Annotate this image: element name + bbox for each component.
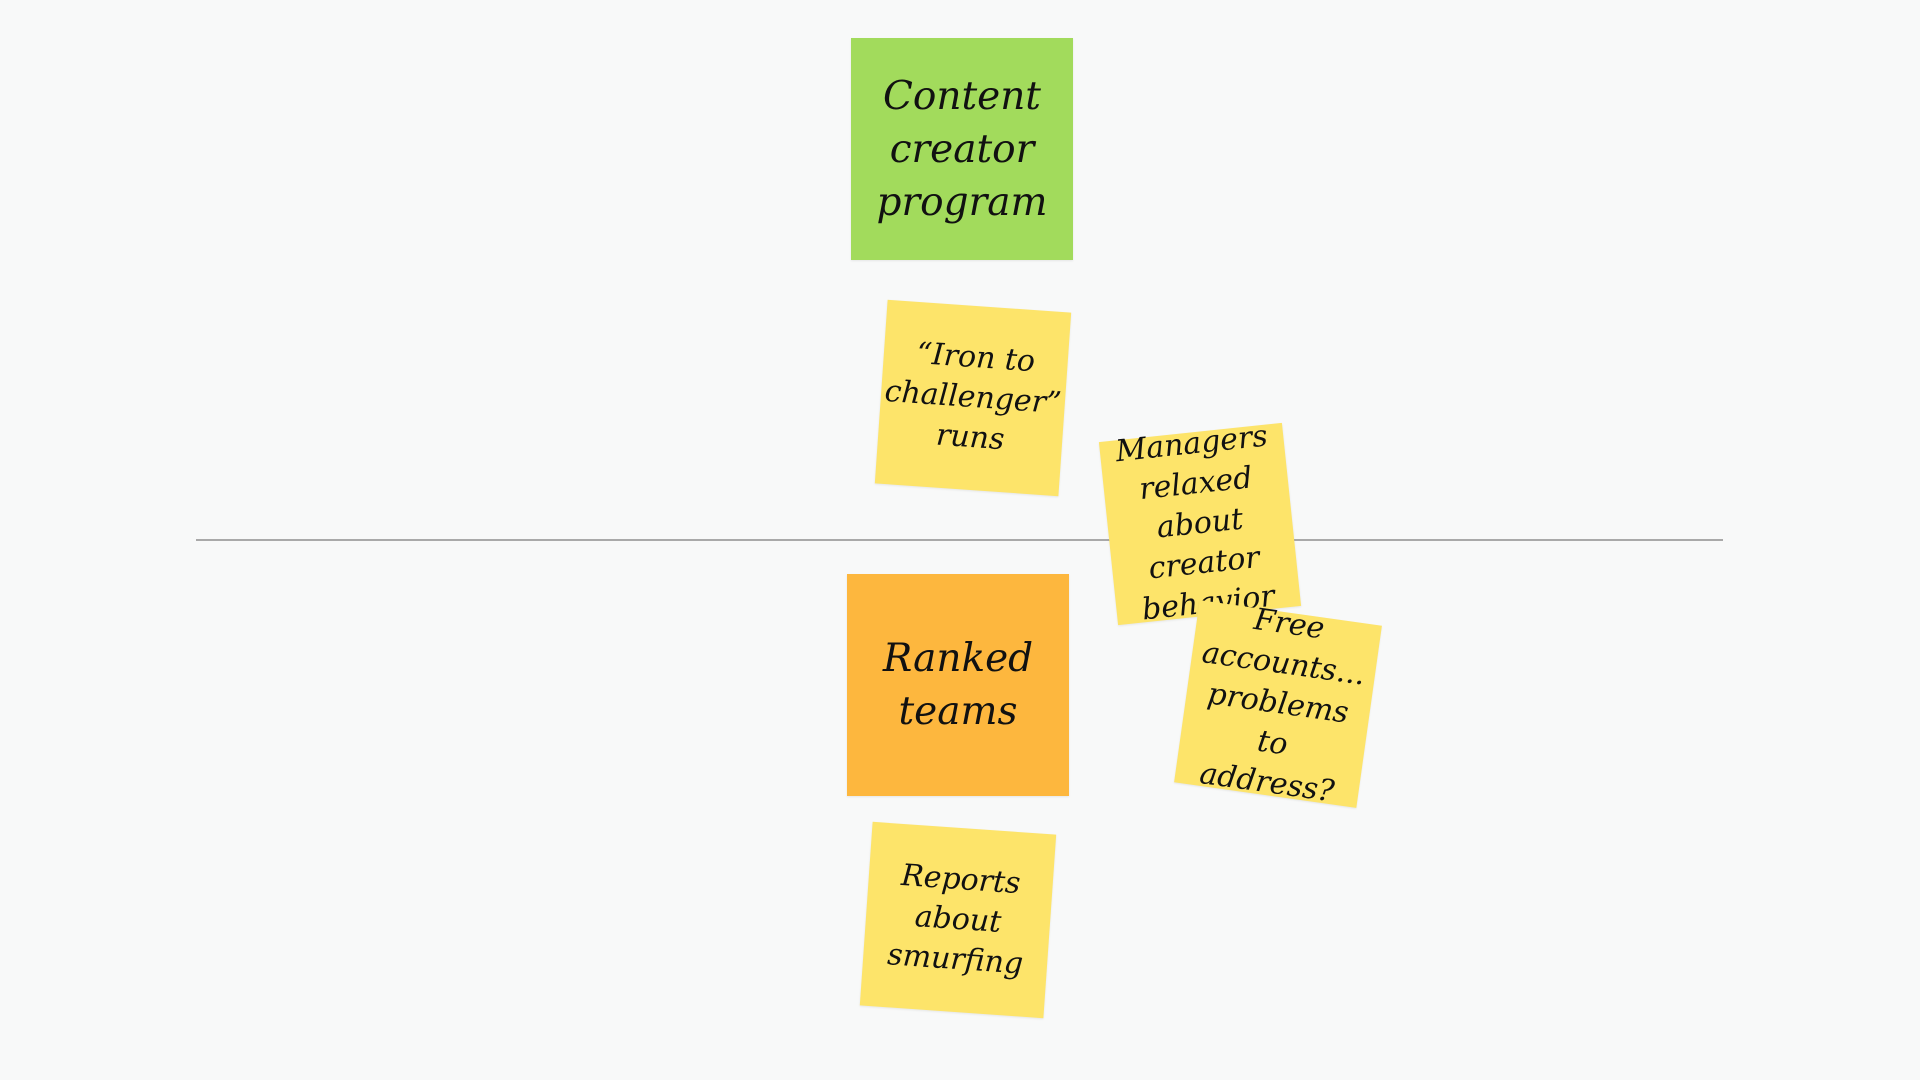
sticky-note-text: Free accounts... problems to address? — [1197, 602, 1368, 810]
sticky-note-managers-relaxed[interactable]: Managers relaxed about creator behavior — [1098, 419, 1302, 627]
sticky-note-ranked-teams[interactable]: Ranked teams — [847, 574, 1069, 796]
horizontal-divider-line — [196, 539, 1723, 541]
sticky-note-reports-about-smurfing[interactable]: Reports about smurfing — [859, 821, 1057, 1019]
sticky-note-text: Reports about smurfing — [886, 857, 1025, 982]
sticky-note-text: Content creator program — [876, 73, 1048, 225]
sticky-note-iron-to-challenger[interactable]: “Iron to challenger” runs — [874, 299, 1072, 497]
sticky-note-content-creator-program[interactable]: Content creator program — [851, 38, 1073, 260]
sticky-note-text: Ranked teams — [882, 636, 1034, 734]
sticky-note-free-accounts[interactable]: Free accounts... problems to address? — [1174, 600, 1382, 809]
sticky-note-text: “Iron to challenger” runs — [883, 336, 1063, 458]
